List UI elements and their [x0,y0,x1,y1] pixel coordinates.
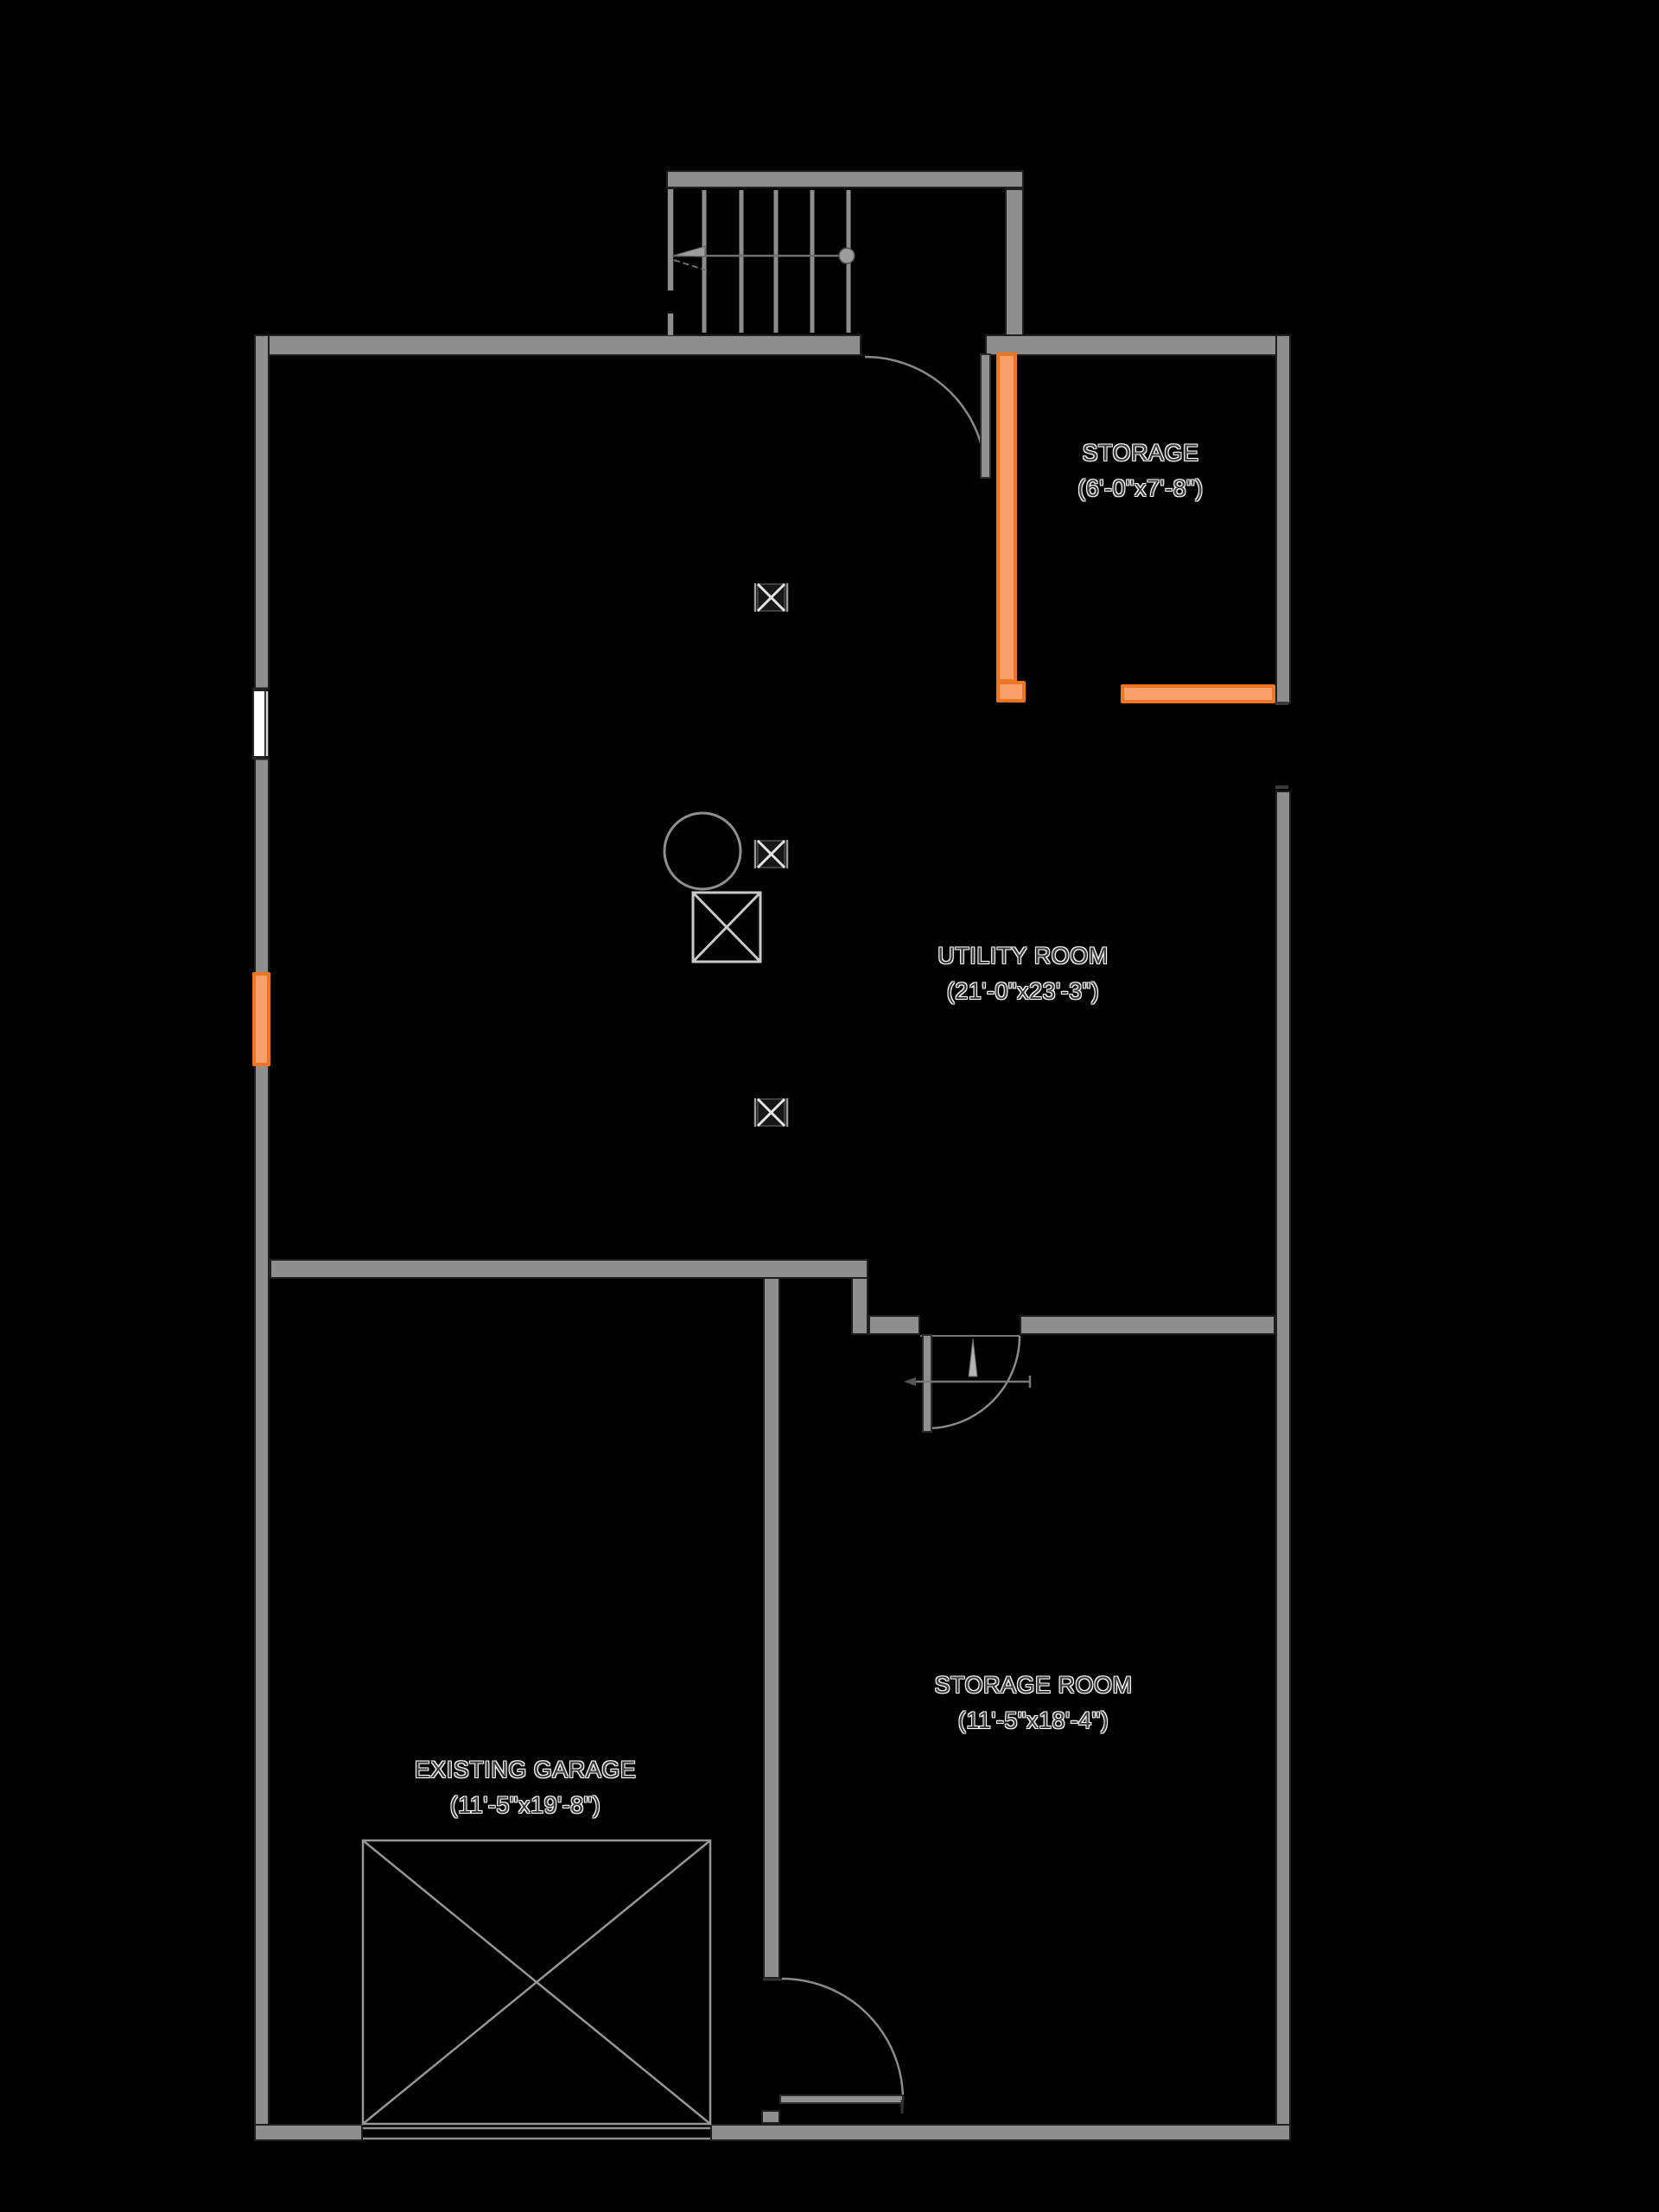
water-heater-symbol [663,811,742,891]
right-wall-opening-caps [1275,702,1288,789]
interior-door-leaf [922,1334,932,1433]
top-wall-left-segment [254,334,861,356]
post-symbol-3 [753,1097,789,1128]
room-name: STORAGE ROOM [934,1672,1133,1698]
mid-wall-door-jamb [868,1315,920,1335]
left-wall-window [252,690,266,758]
post-symbol-2 [753,839,789,869]
storage-room-label: STORAGE (6'-0"x7'-8") [994,435,1287,506]
bottom-door-swing-arc [781,1977,905,2101]
stair-left-wall-lower [667,313,674,336]
top-wall-right-segment [985,334,1291,356]
stair-direction-arrow [671,245,706,257]
existing-garage-label: EXISTING GARAGE (11'-5"x19'-8") [378,1752,672,1823]
stair-right-wall [1005,188,1024,336]
room-dimensions: (6'-0"x7'-8") [1077,475,1204,501]
stair-treads [702,190,851,333]
bottom-wall-left-of-garage-door [254,2124,363,2141]
left-window-detail [252,687,270,760]
new-wall-left-segment [252,972,270,1066]
mid-wall-west-segment [270,1259,868,1279]
bottom-wall-right-of-garage-door [710,2124,1291,2141]
top-door-leaf [980,353,991,479]
new-wall-storage-south [1121,684,1275,703]
furnace-symbol [691,891,762,963]
stair-direction-line [671,245,855,271]
room-dimensions: (11'-5"x18'-4") [957,1707,1109,1733]
top-door [864,353,991,479]
new-wall-storage-west-foot [996,681,1026,702]
post-symbol-1 [753,582,789,613]
bottom-door [763,1977,905,2113]
room-name: UTILITY ROOM [938,943,1109,969]
stair-left-wall-upper [667,188,674,291]
room-dimensions: (21'-0"x23'-3") [946,978,1100,1004]
interior-door-line-cap [904,1377,916,1386]
room-dimensions: (11'-5"x19'-8") [449,1792,601,1818]
mid-wall-east-segment [1020,1315,1275,1335]
interior-door-direction-arrow [968,1338,978,1377]
stair-top-wall [666,170,1024,188]
bottom-door-leaf [779,2094,904,2104]
mid-wall-step [851,1277,868,1335]
room-name: EXISTING GARAGE [414,1757,637,1783]
garage-door-jamb-stub [761,2110,780,2124]
new-wall-storage-west [996,353,1017,683]
storage-room-lower-label: STORAGE ROOM (11'-5"x18'-4") [887,1668,1180,1738]
garage-cross-brace [361,1839,712,2126]
garage-door-lines [363,2126,710,2140]
top-door-swing-arc [864,355,988,479]
stair-line-knob [838,247,855,264]
room-name: STORAGE [1082,440,1199,466]
interior-door [904,1334,1032,1433]
interior-door-swing-arc [926,1335,1021,1430]
utility-room-label: UTILITY ROOM (21'-0"x23'-3") [876,938,1170,1009]
garage-storage-divider-wall [763,1277,780,1979]
